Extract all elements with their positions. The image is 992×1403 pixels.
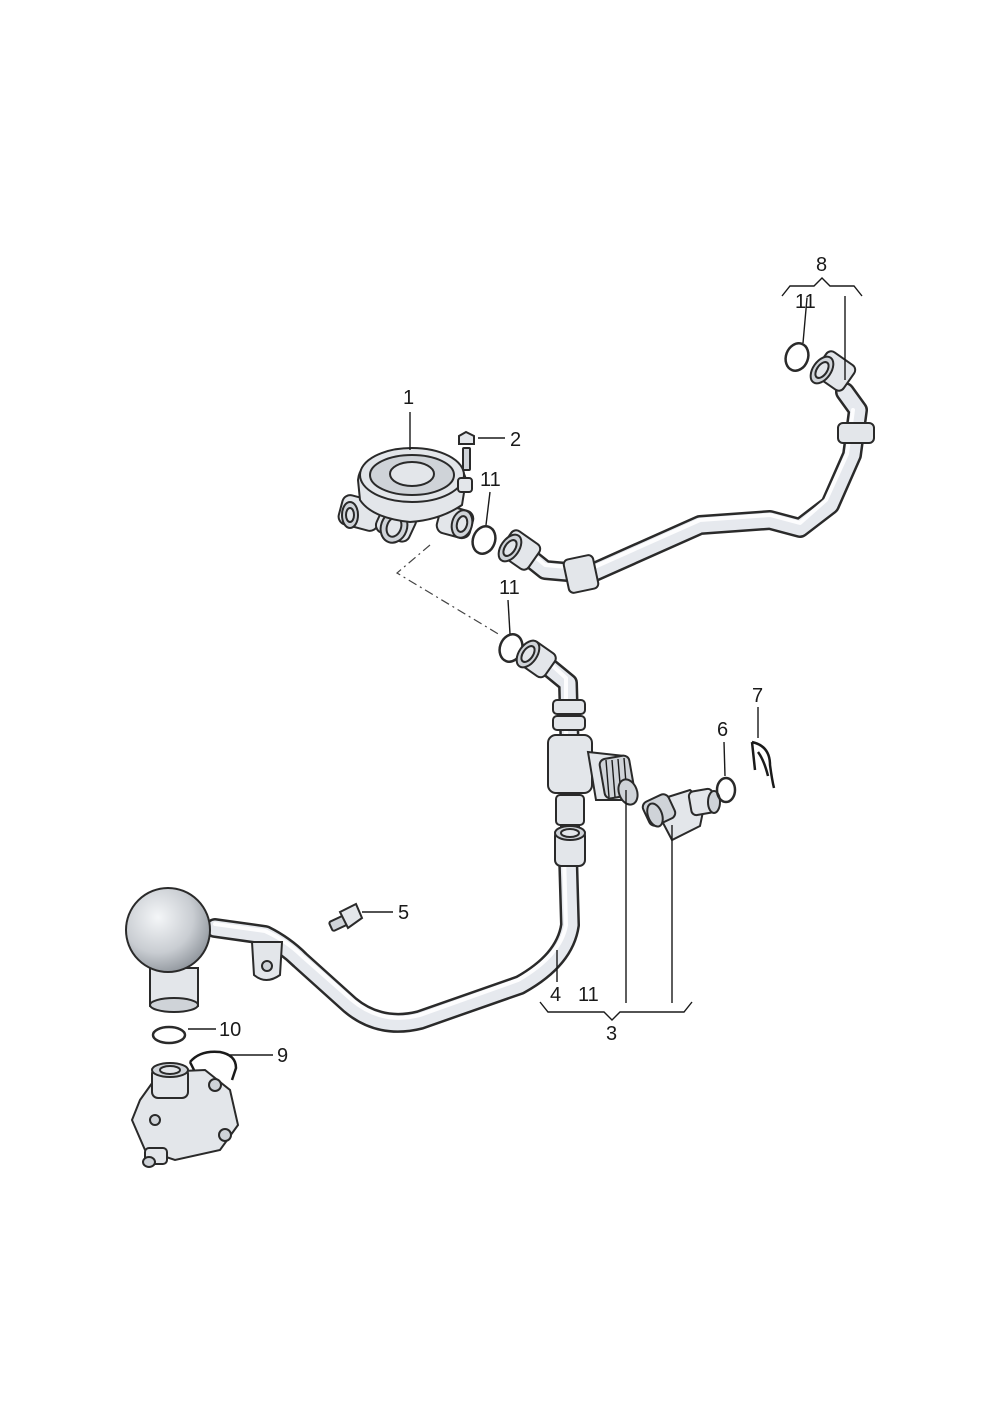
part-11-o-ring-top	[784, 342, 810, 372]
callout-6: 6	[717, 719, 728, 741]
callout-11-top: 11	[795, 291, 816, 313]
callout-4: 4	[550, 984, 561, 1006]
part-3-t-pipe	[515, 639, 639, 858]
part-11-o-ring-upper-hose	[471, 525, 497, 555]
part-4-lower-pipe	[125, 825, 586, 1033]
callout-11-lower: 11	[578, 984, 599, 1006]
part-10-o-ring	[151, 1025, 187, 1045]
callout-11-upper-hose: 11	[480, 469, 501, 491]
part-7-clip	[750, 740, 776, 789]
part-2-bolt	[458, 430, 475, 471]
leader-lines	[188, 277, 863, 1056]
callout-9: 9	[277, 1045, 288, 1067]
part-8-upper-hose	[497, 350, 875, 594]
callout-5: 5	[398, 902, 409, 924]
alignment-dash-line	[395, 544, 501, 636]
part-9-retaining-clip	[188, 1050, 238, 1081]
part-8-bottom-fitting	[497, 529, 542, 571]
callout-7: 7	[752, 685, 763, 707]
part-1-oil-separator	[337, 447, 475, 544]
part-3-elbow-fitting	[641, 787, 721, 842]
part-6-o-ring	[715, 776, 737, 804]
callout-10: 10	[219, 1019, 241, 1041]
callout-labels: 1 2 11 8 11 11 7 6 5 4 11 3 10 9	[219, 254, 827, 1067]
callout-3: 3	[606, 1023, 617, 1045]
oil-filter-housing-flange	[130, 1062, 240, 1168]
callout-8: 8	[816, 254, 827, 276]
callout-11-t-pipe: 11	[499, 577, 520, 599]
callout-1: 1	[403, 387, 414, 409]
callout-2: 2	[510, 429, 521, 451]
part-5-bolt	[328, 902, 364, 932]
